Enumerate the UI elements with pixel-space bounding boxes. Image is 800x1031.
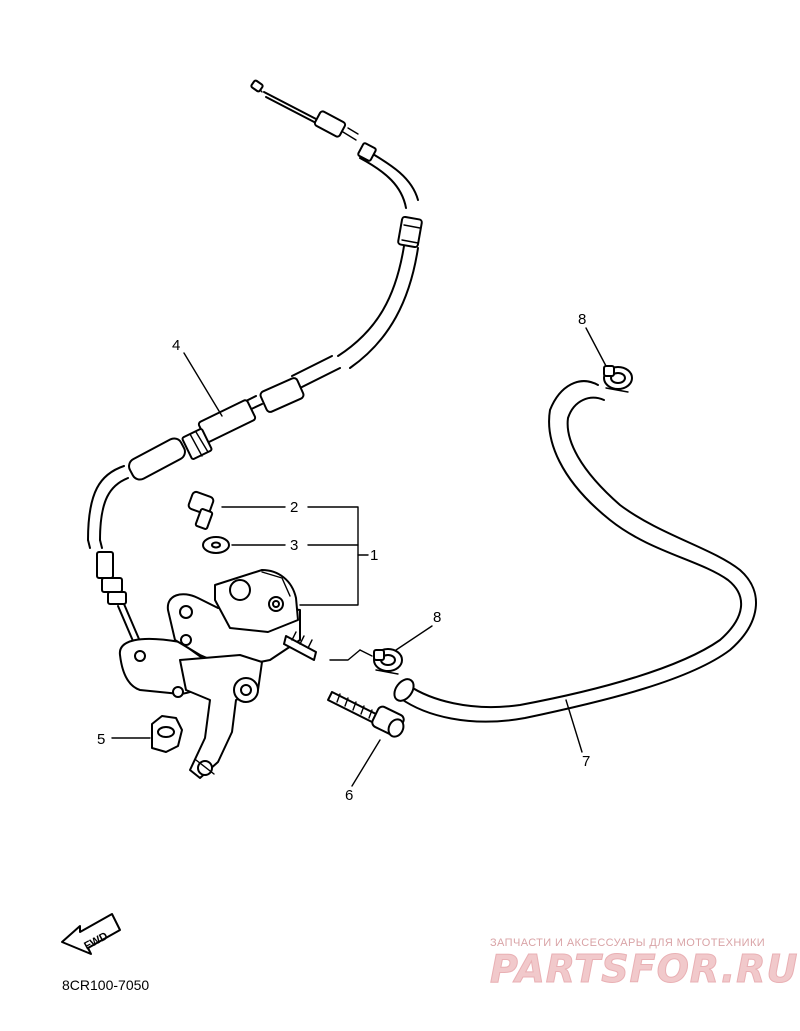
nut-part-5 <box>151 715 183 753</box>
callout-4: 4 <box>172 337 180 354</box>
callout-1: 1 <box>370 547 378 564</box>
bolt-part-2 <box>187 490 215 530</box>
fwd-arrow-icon: FWD <box>61 913 121 955</box>
callout-5: 5 <box>97 731 105 748</box>
callout-3: 3 <box>290 537 298 554</box>
hose-clamp-mid <box>373 648 403 675</box>
diagram-code: 8CR100-7050 <box>62 977 149 993</box>
oil-hose-part-7 <box>329 380 757 723</box>
callout-8-mid: 8 <box>433 609 441 626</box>
callout-7: 7 <box>582 753 590 770</box>
hose-clamp-top <box>603 365 633 393</box>
oil-pump-assembly <box>118 569 317 779</box>
watermark-tagline: ЗАПЧАСТИ И АКСЕССУАРЫ ДЛЯ МОТОТЕХНИКИ <box>490 937 765 949</box>
throttle-cable <box>87 79 423 649</box>
watermark-logo: PARTSFOR.RU <box>490 947 798 991</box>
leader-lines <box>111 327 607 787</box>
screw-part-6 <box>327 691 405 738</box>
washer-part-3 <box>202 536 230 554</box>
callout-8-top: 8 <box>578 311 586 328</box>
callout-6: 6 <box>345 787 353 804</box>
callout-2: 2 <box>290 499 298 516</box>
